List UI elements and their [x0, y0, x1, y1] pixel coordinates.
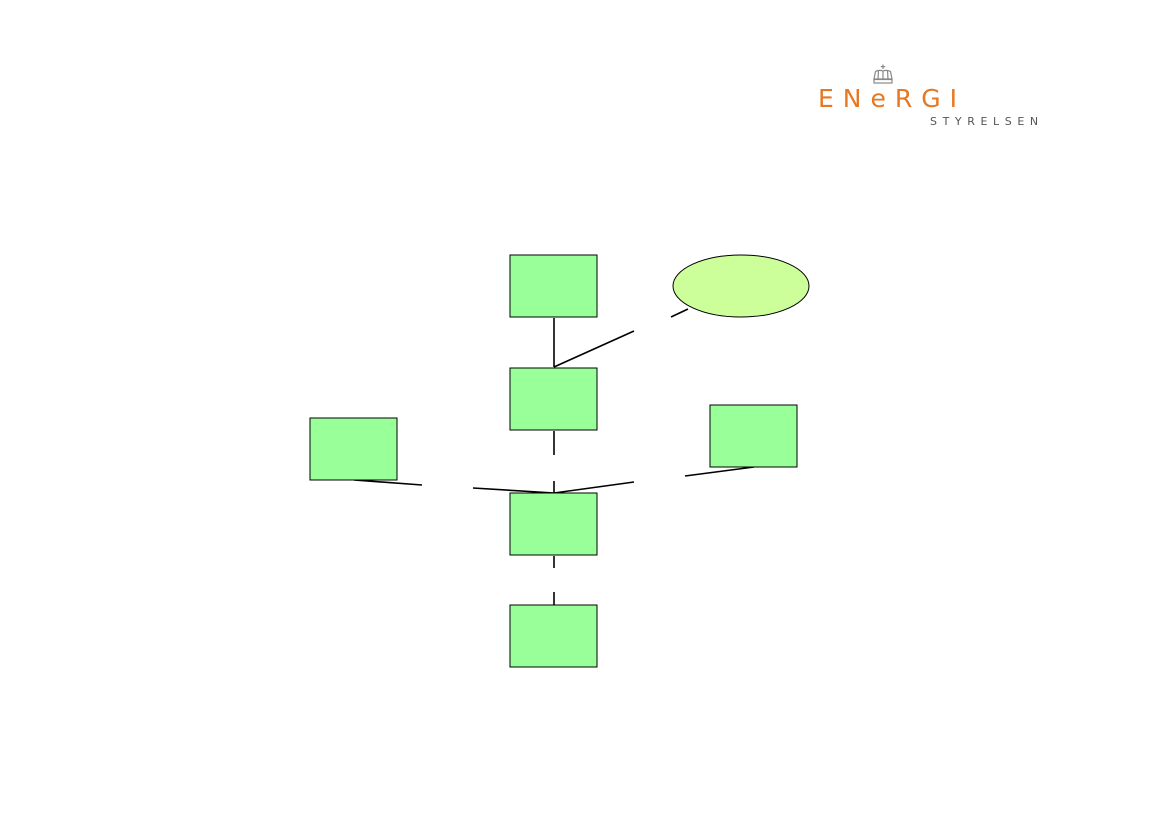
- node-top-box: [509, 254, 598, 318]
- connector-right-to-lower-b: [684, 466, 755, 477]
- logo-wordmark: ENeRGI: [818, 86, 966, 111]
- node-bottom-box: [509, 604, 598, 668]
- energistyrelsen-logo: ENeRGI STYRELSEN: [818, 64, 1048, 134]
- crown-icon: [873, 64, 893, 84]
- node-ellipse: [672, 254, 810, 318]
- connector-left-to-lower-b: [472, 487, 555, 494]
- node-middle-box: [509, 367, 598, 431]
- logo-wordmark-suffix: RGI: [894, 84, 967, 113]
- logo-wordmark-prefix: EN: [818, 84, 871, 113]
- node-right-box: [709, 404, 798, 468]
- node-lower-box: [509, 492, 598, 556]
- connector-middle-to-ellipse-b: [670, 308, 689, 318]
- connector-middle-to-ellipse-a: [553, 330, 635, 368]
- logo-subtitle: STYRELSEN: [930, 115, 1044, 128]
- node-left-box: [309, 417, 398, 481]
- connector-right-to-lower-a: [553, 481, 635, 494]
- logo-wordmark-e: e: [870, 84, 895, 113]
- connector-left-to-lower-a: [353, 479, 423, 486]
